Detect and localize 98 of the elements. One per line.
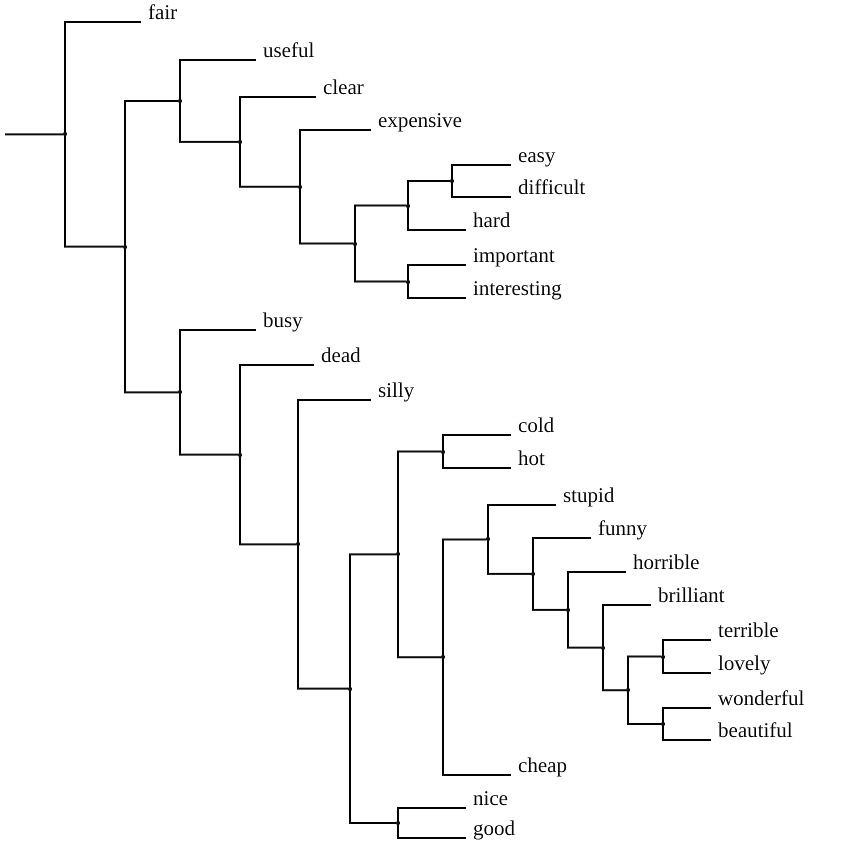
- tree-branch: [397, 450, 441, 554]
- tree-branch: [397, 807, 466, 823]
- leaf-label: useful: [256, 38, 314, 68]
- leaf-label: cheap: [511, 753, 567, 783]
- tree-branch: [442, 434, 511, 452]
- junction-dot: [566, 608, 570, 612]
- tree-branch: [662, 639, 711, 656]
- leaf-label: important: [466, 243, 555, 273]
- tree-branch: [532, 537, 591, 574]
- tree-branch: [297, 399, 371, 544]
- tree-branch: [567, 571, 626, 610]
- tree-branch: [397, 554, 441, 658]
- tree-branch: [5, 133, 63, 136]
- tree-branch: [407, 282, 466, 299]
- leaf-label: expensive: [371, 108, 462, 138]
- leaf-label: nice: [466, 786, 508, 816]
- leaf-label: terrible: [711, 618, 779, 648]
- leaf-label: funny: [591, 516, 647, 546]
- tree-branch: [349, 553, 396, 689]
- tree-branch: [567, 610, 601, 649]
- junction-dot: [601, 646, 605, 650]
- tree-branch: [627, 690, 661, 725]
- tree-branch: [299, 129, 371, 187]
- tree-branch: [627, 656, 661, 690]
- leaf-label: lovely: [711, 651, 770, 681]
- tree-branch: [349, 688, 396, 824]
- junction-dot: [123, 244, 127, 249]
- junction-dot: [406, 280, 410, 284]
- junction-dot: [441, 450, 445, 454]
- leaf-label: wonderful: [711, 686, 804, 716]
- leaf-label: stupid: [556, 483, 614, 513]
- tree-branch: [239, 364, 314, 455]
- junction-dot: [441, 655, 445, 660]
- leaf-label: interesting: [466, 276, 562, 306]
- junction-dot: [396, 552, 400, 556]
- tree-branch: [64, 134, 123, 248]
- tree-branch: [299, 186, 353, 244]
- junction-dot: [661, 722, 665, 726]
- junction-dot: [486, 537, 490, 542]
- tree-branch: [179, 329, 256, 392]
- tree-branch: [487, 539, 531, 575]
- leaf-label: horrible: [626, 550, 700, 580]
- junction-dot: [406, 204, 410, 208]
- tree-branch: [397, 823, 466, 839]
- junction-dot: [353, 242, 357, 246]
- junction-dot: [238, 452, 242, 457]
- leaf-label: hot: [511, 446, 545, 476]
- leaf-label: dead: [314, 343, 361, 373]
- tree-branch: [407, 206, 466, 231]
- tree-branch: [407, 180, 450, 206]
- junction-dot: [450, 179, 454, 183]
- tree-branch: [239, 142, 298, 188]
- tree-branch: [662, 707, 711, 724]
- tree-branch: [662, 656, 711, 674]
- leaf-label: fair: [141, 0, 178, 30]
- leaf-label: good: [466, 816, 515, 846]
- leaf-label: difficult: [511, 175, 586, 205]
- junction-dot: [296, 542, 300, 546]
- junction-dot: [661, 654, 665, 658]
- junction-dot: [626, 688, 630, 692]
- tree-branch: [354, 204, 406, 244]
- tree-branch: [239, 96, 316, 142]
- leaf-label: brilliant: [651, 583, 724, 613]
- tree-branch: [451, 164, 511, 181]
- tree-branch: [239, 454, 296, 546]
- tree-branch: [442, 657, 511, 776]
- junction-dot: [396, 821, 400, 825]
- leaf-label: busy: [256, 308, 303, 338]
- tree-branch: [407, 264, 466, 282]
- junction-dot: [178, 98, 182, 103]
- tree-branch: [487, 504, 556, 540]
- tree-branch: [451, 181, 511, 198]
- junction-dot: [298, 184, 302, 189]
- tree-branch: [602, 648, 626, 692]
- tree-branch: [64, 21, 141, 134]
- tree-branch: [297, 544, 348, 690]
- tree-branch: [532, 574, 566, 611]
- leaf-label: clear: [316, 75, 364, 105]
- tree-branch: [124, 100, 178, 247]
- leaf-label: cold: [511, 413, 554, 443]
- leaf-label: silly: [371, 378, 414, 408]
- leaf-label: hard: [466, 208, 510, 238]
- tree-branch: [179, 392, 238, 456]
- junction-dot: [238, 140, 242, 144]
- tree-branch: [442, 452, 511, 469]
- tree-branch: [354, 244, 406, 282]
- junction-dot: [63, 132, 67, 136]
- junction-dot: [531, 572, 535, 576]
- leaf-label: beautiful: [711, 718, 793, 748]
- tree-branch: [602, 604, 651, 648]
- tree-branch: [662, 724, 711, 741]
- tree-branch: [124, 246, 178, 394]
- junction-dot: [348, 686, 352, 691]
- junction-dot: [178, 390, 182, 394]
- leaf-label: easy: [511, 143, 556, 173]
- tree-branch: [442, 538, 486, 658]
- tree-branch: [179, 59, 256, 101]
- tree-branch: [179, 100, 238, 143]
